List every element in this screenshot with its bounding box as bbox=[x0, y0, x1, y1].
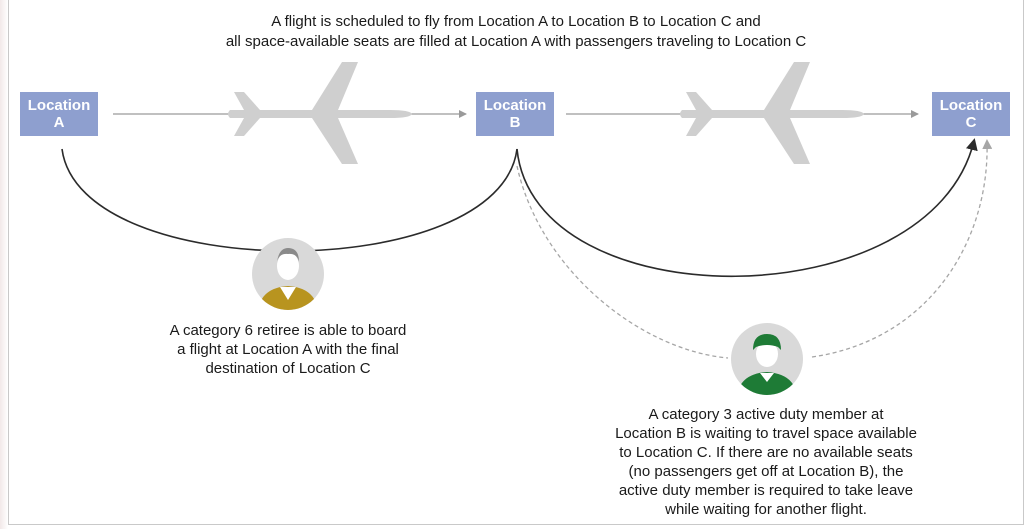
location-a-letter: A bbox=[53, 114, 65, 131]
active-duty-caption: A category 3 active duty member at Locat… bbox=[600, 405, 932, 519]
location-a-box: Location A bbox=[20, 92, 98, 136]
title-line-2: all space-available seats are filled at … bbox=[225, 33, 807, 50]
title-line-1: A flight is scheduled to fly from Locati… bbox=[271, 13, 761, 30]
diagram-title: A flight is scheduled to fly from Locati… bbox=[160, 12, 872, 52]
airplane-icon-1 bbox=[228, 62, 412, 164]
location-b-box: Location B bbox=[476, 92, 554, 136]
retiree-caption-line: destination of Location C bbox=[205, 360, 371, 377]
active-duty-caption-line: active duty member is required to take l… bbox=[618, 482, 914, 499]
active-duty-dashed-left bbox=[516, 165, 729, 359]
diagram-frame bbox=[8, 0, 1024, 525]
retiree-caption: A category 6 retiree is able to board a … bbox=[150, 321, 426, 378]
left-edge-shadow bbox=[0, 0, 8, 529]
retiree-caption-line: a flight at Location A with the final bbox=[177, 341, 399, 358]
retiree-caption-line: A category 6 retiree is able to board bbox=[169, 322, 407, 339]
active-duty-person-icon bbox=[731, 323, 803, 395]
location-c-box: Location C bbox=[932, 92, 1010, 136]
active-duty-caption-line: while waiting for another flight. bbox=[665, 501, 867, 518]
location-c-letter: C bbox=[965, 114, 977, 131]
retiree-person-icon bbox=[252, 238, 324, 310]
retiree-arc-b-to-c bbox=[516, 138, 978, 278]
retiree-arc-a-to-b bbox=[61, 148, 518, 252]
active-duty-caption-line: Location B is waiting to travel space av… bbox=[615, 425, 917, 442]
location-b-letter: B bbox=[509, 114, 521, 131]
active-duty-caption-line: A category 3 active duty member at bbox=[648, 406, 884, 423]
active-duty-caption-line: to Location C. If there are no available… bbox=[619, 444, 913, 461]
active-duty-dashed-right bbox=[811, 139, 993, 358]
location-a-label: Location bbox=[27, 97, 91, 114]
airplane-icon-2 bbox=[680, 62, 864, 164]
location-b-label: Location bbox=[483, 97, 547, 114]
active-duty-caption-line: (no passengers get off at Location B), t… bbox=[628, 463, 904, 480]
location-c-label: Location bbox=[939, 97, 1003, 114]
